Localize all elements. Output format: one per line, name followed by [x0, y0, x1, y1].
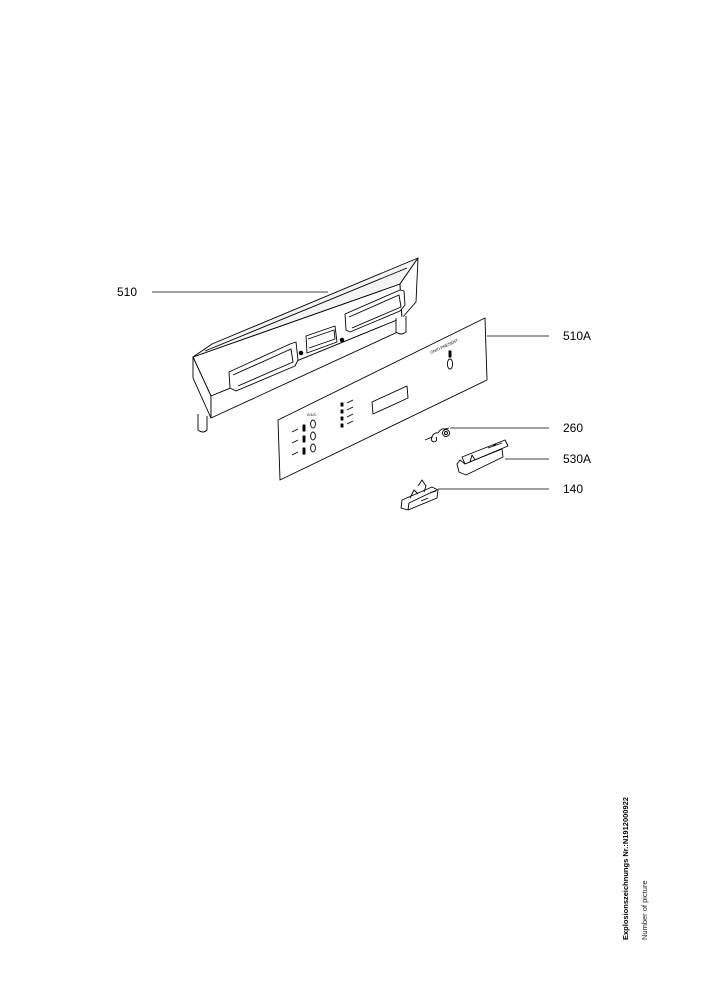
frame-foot-right — [395, 316, 407, 335]
drawing-info-block: Explosionszeichnungs Nr.:N1912000922 Num… — [620, 640, 660, 940]
frame-top-bevel — [204, 267, 408, 352]
plate-display-window — [371, 385, 409, 415]
callout-510: 510 — [117, 285, 138, 299]
drawing-number: Explosionszeichnungs Nr.:N1912000922 — [621, 797, 630, 940]
part-140-lever — [400, 479, 439, 511]
picture-caption: Number of picture — [640, 880, 649, 940]
frame-foot-left — [197, 414, 208, 433]
frame-right-window-inner — [348, 294, 402, 329]
frame-left-window-inner — [232, 348, 294, 387]
callout-140: 140 — [563, 482, 584, 496]
callout-510A: 510A — [563, 329, 592, 343]
callout-530A: 530A — [563, 452, 592, 466]
plate-left-buttons: 2/4/C — [291, 412, 317, 456]
part-510A-front-plate: 2/4/C ON/O PRESENT — [277, 317, 488, 481]
callout-260: 260 — [563, 421, 584, 435]
frame-right-window — [344, 289, 406, 333]
leader-lines — [152, 291, 549, 490]
part-530A-button — [456, 439, 509, 476]
frame-screw-left — [298, 350, 304, 356]
plate-program-indicators — [340, 399, 354, 428]
part-260-spring — [424, 427, 450, 443]
frame-screw-right — [339, 337, 345, 343]
frame-left-window — [228, 341, 299, 392]
svg-text:2/4/C: 2/4/C — [307, 412, 317, 417]
frame-center-window-inner — [307, 329, 336, 349]
part-510-panel-frame — [192, 257, 419, 433]
